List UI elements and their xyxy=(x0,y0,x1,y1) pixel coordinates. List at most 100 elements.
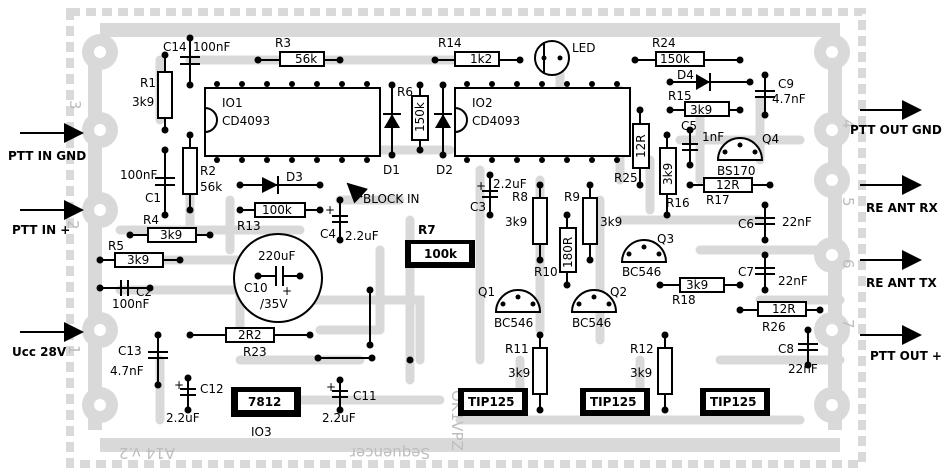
ic-pin xyxy=(464,157,470,163)
svg-text:6: 6 xyxy=(839,259,857,269)
solder-pad xyxy=(126,231,134,239)
resistor-r26: 12R R26 xyxy=(740,301,820,334)
svg-text:+: + xyxy=(476,179,486,193)
ghost-text-version: A14 v.2 xyxy=(119,444,175,462)
solder-pad xyxy=(176,256,184,264)
svg-text:BC546: BC546 xyxy=(494,316,533,330)
resistor-r12: R12 3k9 xyxy=(630,335,673,410)
svg-text:CD4093: CD4093 xyxy=(222,114,270,128)
ic-pin xyxy=(464,81,470,87)
transistor-q4: Q4 BS170 xyxy=(716,132,779,178)
solder-pad xyxy=(296,272,304,280)
resistor-r18: 3k9 R18 xyxy=(660,277,740,307)
solder-pad xyxy=(254,272,262,280)
svg-text:+: + xyxy=(282,284,292,298)
solder-pad xyxy=(661,406,669,414)
label-ptt-in-gnd: PTT IN GND xyxy=(8,149,86,163)
solder-pad xyxy=(686,181,694,189)
capacitor-c1: 100nF C1 xyxy=(120,150,175,215)
svg-text:C14: C14 xyxy=(163,40,187,54)
ic-pin xyxy=(514,81,520,87)
solder-pad xyxy=(236,181,244,189)
svg-text:Q4: Q4 xyxy=(762,132,779,146)
svg-text:TIP125: TIP125 xyxy=(710,395,757,409)
capacitor-c9: C9 4.7nF xyxy=(755,75,806,115)
resistor-r5: 3k9 R5 xyxy=(100,239,180,268)
svg-text:D2: D2 xyxy=(436,163,453,177)
svg-text:IO1: IO1 xyxy=(222,96,243,110)
svg-text:100k: 100k xyxy=(262,203,292,217)
solder-pad xyxy=(486,211,494,219)
svg-text:D1: D1 xyxy=(383,163,400,177)
ic-pin xyxy=(239,157,245,163)
svg-text:3k9: 3k9 xyxy=(630,366,652,380)
ic-io2: IO2 CD4093 xyxy=(454,87,631,157)
resistor-r1: R1 3k9 xyxy=(132,55,173,130)
trimmer-r7: 100k R7 xyxy=(405,223,475,268)
svg-text:R5: R5 xyxy=(108,239,124,253)
solder-pad xyxy=(536,331,544,339)
resistor-r24: 150k R24 xyxy=(635,36,740,67)
svg-text:150k: 150k xyxy=(413,102,427,132)
capacitor-c14: C14 100nF xyxy=(163,38,231,85)
svg-text:3k9: 3k9 xyxy=(508,366,530,380)
svg-text:TIP125: TIP125 xyxy=(468,395,515,409)
svg-text:R7: R7 xyxy=(418,223,436,237)
svg-text:22nF: 22nF xyxy=(788,362,818,376)
solder-pad xyxy=(206,231,214,239)
svg-text:C7: C7 xyxy=(738,265,754,279)
ic-pin xyxy=(364,81,370,87)
transistor-q2: Q2 BC546 xyxy=(570,285,627,330)
resistor-r10: 180R R10 xyxy=(534,215,577,285)
resistor-r13: 100k R13 xyxy=(237,202,320,233)
svg-text:3k9: 3k9 xyxy=(686,278,708,292)
regulator-io3: 7812 IO3 xyxy=(231,387,301,439)
ic-pin xyxy=(264,157,270,163)
solder-pad xyxy=(186,81,194,89)
solder-pad xyxy=(686,161,694,169)
ic-pin xyxy=(289,157,295,163)
label-re-ant-rx: RE ANT RX xyxy=(866,201,939,215)
svg-text:C12: C12 xyxy=(200,382,224,396)
solder-pad xyxy=(736,106,744,114)
resistor-r4: 3k9 R4 xyxy=(130,213,210,243)
solder-pad xyxy=(431,56,439,64)
solder-pad xyxy=(336,376,344,384)
diode-d3: D3 xyxy=(240,170,320,194)
svg-text:R25: R25 xyxy=(614,171,638,185)
svg-text:22nF: 22nF xyxy=(778,274,808,288)
svg-text:4.7nF: 4.7nF xyxy=(772,92,806,106)
solder-pad xyxy=(656,281,664,289)
svg-text:+: + xyxy=(326,380,336,394)
solder-pad xyxy=(636,181,644,189)
svg-text:56k: 56k xyxy=(295,52,317,66)
svg-text:C6: C6 xyxy=(738,217,754,231)
resistor-r6: 150k R6 xyxy=(397,85,429,150)
solder-pad xyxy=(186,206,194,214)
svg-text:C10: C10 xyxy=(244,281,268,295)
svg-text:+: + xyxy=(174,378,184,392)
capacitor-c8: C8 22nF xyxy=(778,330,818,376)
svg-text:C13: C13 xyxy=(118,344,142,358)
svg-text:R10: R10 xyxy=(534,265,558,279)
svg-text:R6: R6 xyxy=(397,85,413,99)
svg-text:3k9: 3k9 xyxy=(600,215,622,229)
svg-text:R2: R2 xyxy=(200,164,216,178)
solder-pad xyxy=(316,206,324,214)
ic-pin xyxy=(564,81,570,87)
ic-pin xyxy=(589,81,595,87)
svg-text:100nF: 100nF xyxy=(120,168,158,182)
solder-pad xyxy=(663,131,671,139)
capacitor-c11: + C11 2.2uF xyxy=(322,380,377,425)
diode-d1: D1 xyxy=(383,85,401,177)
svg-text:R12: R12 xyxy=(630,342,654,356)
resistor-r9: R9 3k9 xyxy=(564,185,622,260)
jumpers: BLOCK IN xyxy=(318,182,420,359)
svg-text:BS170: BS170 xyxy=(717,164,756,178)
ic-pin xyxy=(489,157,495,163)
resistor-r16: 3k9 R16 xyxy=(659,135,690,215)
solder-pad xyxy=(406,356,414,364)
ic-pin xyxy=(239,81,245,87)
svg-text:R16: R16 xyxy=(666,196,690,210)
svg-text:2: 2 xyxy=(64,220,82,230)
